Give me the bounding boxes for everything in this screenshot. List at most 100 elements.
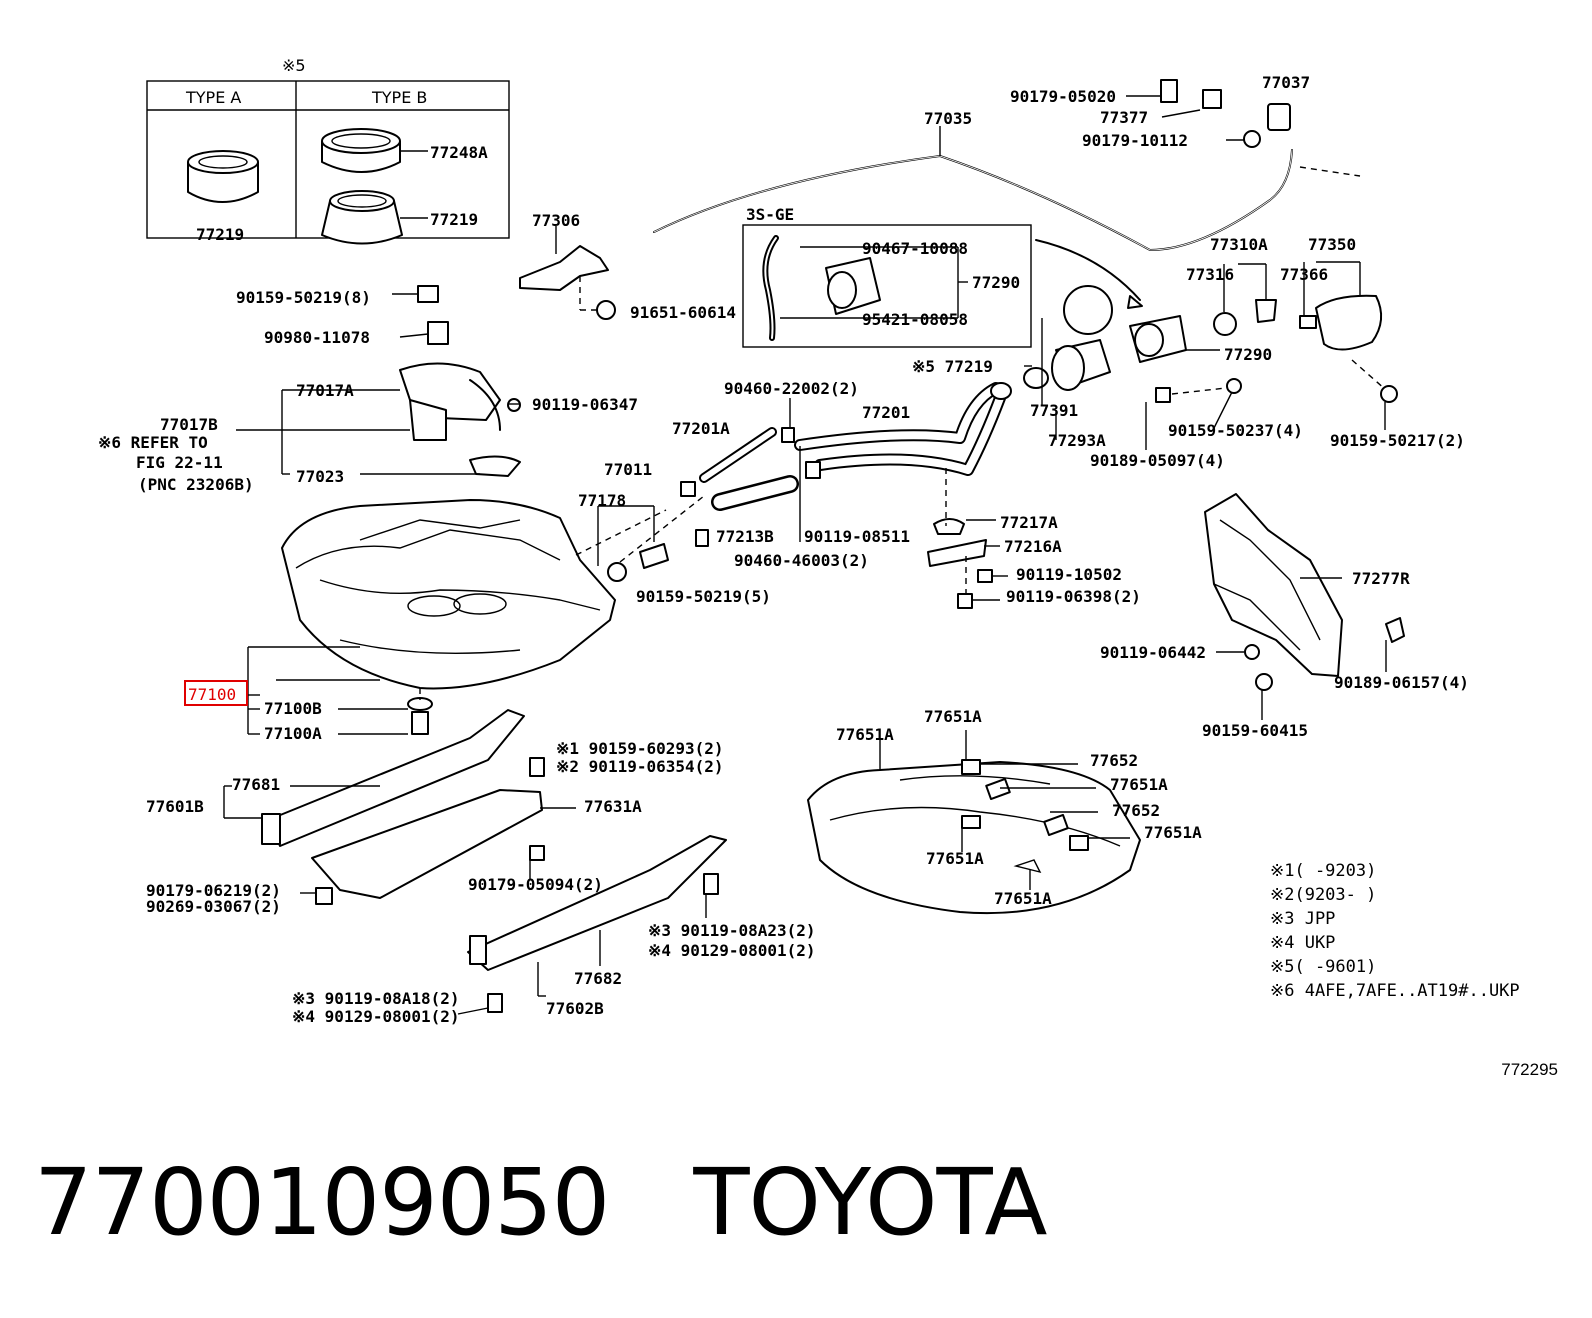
label-77035: 77035 bbox=[924, 109, 972, 128]
label-90159-60293: ※1 90159-60293(2) bbox=[556, 739, 724, 758]
type-a-header: TYPE A bbox=[185, 88, 241, 107]
fuel-tank-77100 bbox=[281, 499, 616, 690]
label-77100B: 77100B bbox=[264, 699, 322, 718]
note-6: ※6 4AFE,7AFE..AT19#..UKP bbox=[1270, 981, 1520, 1001]
refer-line-2: FIG 22-11 bbox=[136, 453, 223, 472]
label-77631A: 77631A bbox=[584, 797, 642, 816]
label-77651A-3: 77651A bbox=[1110, 775, 1168, 794]
label-77310A: 77310A bbox=[1210, 235, 1268, 254]
label-90119-06442: 90119-06442 bbox=[1100, 643, 1206, 662]
highlight-box bbox=[184, 680, 248, 706]
label-77017B: 77017B bbox=[160, 415, 218, 434]
label-77652-2: 77652 bbox=[1112, 801, 1160, 820]
type-b-header: TYPE B bbox=[371, 88, 427, 107]
fuel-pump-assembly bbox=[399, 285, 521, 477]
refer-line-1: ※6 REFER TO bbox=[98, 433, 208, 452]
label-90189-05097: 90189-05097(4) bbox=[1090, 451, 1225, 470]
label-77217A: 77217A bbox=[1000, 513, 1058, 532]
label-77023: 77023 bbox=[296, 467, 344, 486]
label-77178: 77178 bbox=[578, 491, 626, 510]
label-77011: 77011 bbox=[604, 460, 652, 479]
note-5: ※5( -9601) bbox=[1270, 957, 1376, 977]
label-77100-highlighted[interactable]: 77100 bbox=[188, 685, 236, 704]
fuel-door-cable bbox=[653, 79, 1361, 251]
label-90119-06398: 90119-06398(2) bbox=[1006, 587, 1141, 606]
grommet-type-b-upper bbox=[321, 128, 401, 173]
label-90159-50219-8: 90159-50219(8) bbox=[236, 288, 371, 307]
label-90119-08A23: ※3 90119-08A23(2) bbox=[648, 921, 816, 940]
label-90179-10112: 90179-10112 bbox=[1082, 131, 1188, 150]
refer-line-3: (PNC 23206B) bbox=[138, 475, 254, 494]
filler-pipe bbox=[794, 285, 1187, 476]
label-77602B: 77602B bbox=[546, 999, 604, 1018]
label-90119-08A18: ※3 90119-08A18(2) bbox=[292, 989, 460, 1008]
diagram-reference-number: 772295 bbox=[1501, 1060, 1558, 1079]
type-inset: ※5 TYPE A TYPE B bbox=[146, 56, 510, 245]
label-77017A: 77017A bbox=[296, 381, 354, 400]
label-90179-05020: 90179-05020 bbox=[1010, 87, 1116, 106]
label-77651A-6: 77651A bbox=[994, 889, 1052, 908]
part-labels: 90179-05020 77037 77377 77035 90179-1011… bbox=[98, 73, 1469, 1026]
label-90159-50217: 90159-50217(2) bbox=[1330, 431, 1465, 450]
label-77213B: 77213B bbox=[716, 527, 774, 546]
label-91651-60614: 91651-60614 bbox=[630, 303, 736, 322]
label-90460-46003: 90460-46003(2) bbox=[734, 551, 869, 570]
label-90189-06157: 90189-06157(4) bbox=[1334, 673, 1469, 692]
label-90460-22002: 90460-22002(2) bbox=[724, 379, 859, 398]
vent-hoses bbox=[575, 427, 821, 582]
label-90119-06347: 90119-06347 bbox=[532, 395, 638, 414]
label-90159-60415: 90159-60415 bbox=[1202, 721, 1308, 740]
label-77248A: 77248A bbox=[430, 143, 488, 162]
label-77293A: 77293A bbox=[1048, 431, 1106, 450]
applicability-notes: ※1( -9203) ※2(9203- ) ※3 JPP ※4 UKP ※5( … bbox=[1270, 861, 1520, 1001]
label-77601B: 77601B bbox=[146, 797, 204, 816]
label-77290-inset: 77290 bbox=[972, 273, 1020, 292]
label-90467-10088: 90467-10088 bbox=[862, 239, 968, 258]
bracket-77306 bbox=[519, 245, 616, 320]
inset-3sge-title: 3S-GE bbox=[746, 205, 794, 224]
label-90129-08001-a: ※4 90129-08001(2) bbox=[648, 941, 816, 960]
lower-tank bbox=[807, 759, 1141, 915]
footer-part-number: 7700109050 bbox=[34, 1149, 610, 1256]
label-90119-08511: 90119-08511 bbox=[804, 527, 910, 546]
label-90269-03067: 90269-03067(2) bbox=[146, 897, 281, 916]
note-1: ※1( -9203) bbox=[1270, 861, 1376, 881]
label-77290: 77290 bbox=[1224, 345, 1272, 364]
label-77201A: 77201A bbox=[672, 419, 730, 438]
label-77652-1: 77652 bbox=[1090, 751, 1138, 770]
label-77219-type-b: 77219 bbox=[430, 210, 478, 229]
note-4: ※4 UKP bbox=[1270, 933, 1335, 953]
label-77100A: 77100A bbox=[264, 724, 322, 743]
label-90129-08001-b: ※4 90129-08001(2) bbox=[292, 1007, 460, 1026]
inset-note: ※5 bbox=[282, 56, 306, 75]
label-90179-06219: 90179-06219(2) bbox=[146, 881, 281, 900]
label-77037: 77037 bbox=[1262, 73, 1310, 92]
parts-diagram: ※5 TYPE A TYPE B 3S-GE bbox=[98, 56, 1520, 1026]
note-3: ※3 JPP bbox=[1270, 909, 1335, 929]
inset-3sge-frame bbox=[742, 224, 1032, 348]
footer-caption: 7700109050 TOYOTA bbox=[34, 1148, 1048, 1258]
label-77219-5: ※5 77219 bbox=[912, 357, 993, 376]
label-77651A-4: 77651A bbox=[1144, 823, 1202, 842]
tank-straps bbox=[261, 697, 727, 1013]
label-90980-11078: 90980-11078 bbox=[264, 328, 370, 347]
label-90159-50237: 90159-50237(4) bbox=[1168, 421, 1303, 440]
label-77350: 77350 bbox=[1308, 235, 1356, 254]
label-77316: 77316 bbox=[1186, 265, 1234, 284]
label-77681: 77681 bbox=[232, 775, 280, 794]
label-77219-type-a: 77219 bbox=[196, 225, 244, 244]
label-90179-05094: 90179-05094(2) bbox=[468, 875, 603, 894]
label-77201: 77201 bbox=[862, 403, 910, 422]
label-77306: 77306 bbox=[532, 211, 580, 230]
grommet-type-a bbox=[187, 150, 259, 203]
label-77391: 77391 bbox=[1030, 401, 1078, 420]
fuel-filler-door bbox=[1155, 294, 1398, 403]
label-77277R: 77277R bbox=[1352, 569, 1410, 588]
footer-brand: TOYOTA bbox=[693, 1149, 1047, 1256]
label-90119-10502: 90119-10502 bbox=[1016, 565, 1122, 584]
label-77682: 77682 bbox=[574, 969, 622, 988]
label-77377: 77377 bbox=[1100, 108, 1148, 127]
label-77651A-2: 77651A bbox=[924, 707, 982, 726]
label-77651A-1: 77651A bbox=[836, 725, 894, 744]
label-95421-08058: 95421-08058 bbox=[862, 310, 968, 329]
